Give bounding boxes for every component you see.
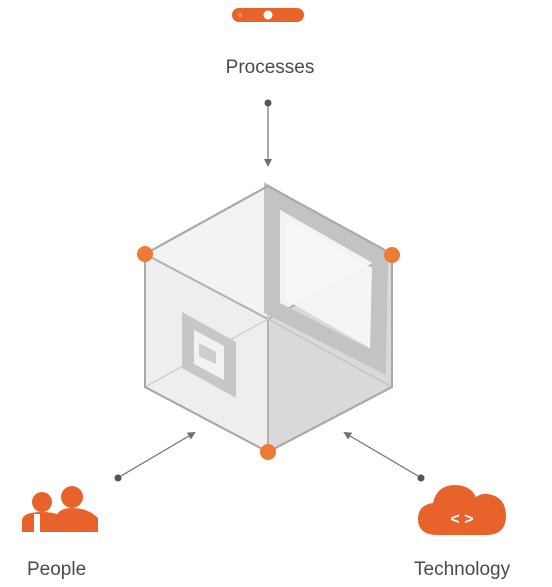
technology-label: Technology [414, 559, 511, 580]
cloud-code-icon: < > [418, 485, 506, 535]
process-flow-icon [232, 8, 304, 22]
processes-label: Processes [225, 57, 315, 78]
processes-arrow [264, 99, 272, 167]
vertex-dot-bottom [260, 444, 276, 460]
technology-arrow [343, 431, 425, 482]
people-label: People [27, 559, 87, 580]
people-icon [22, 486, 98, 532]
vertex-dot-left [137, 246, 153, 262]
vertex-dot-right [384, 247, 400, 263]
svg-text:< >: < > [450, 511, 473, 528]
people-arrow [114, 431, 196, 482]
cube-icon [137, 182, 400, 460]
